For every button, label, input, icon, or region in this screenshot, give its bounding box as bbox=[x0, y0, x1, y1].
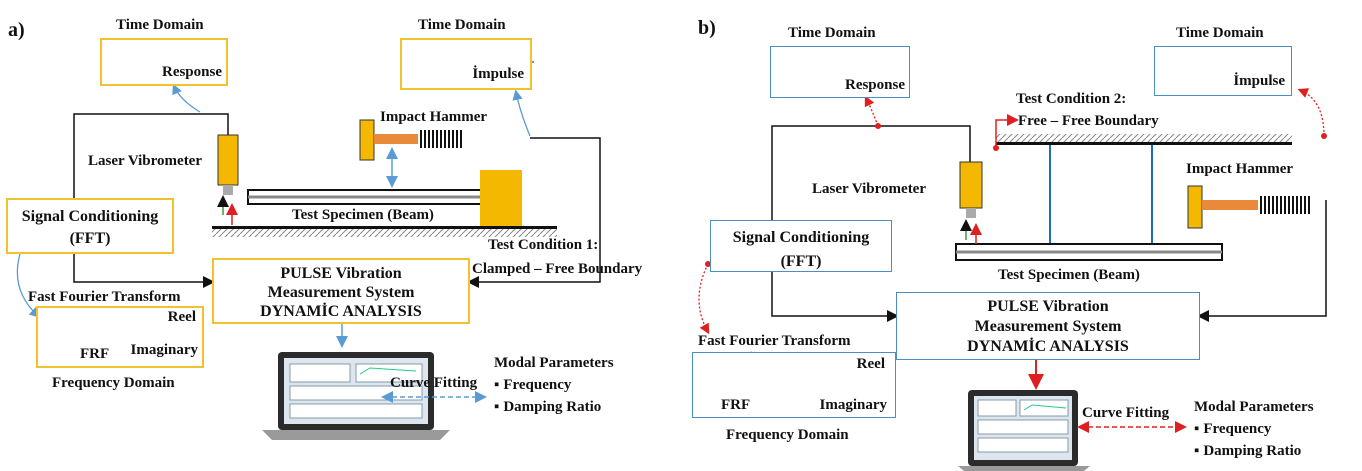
pulse-line3-a: DYNAMİC ANALYSIS bbox=[260, 303, 422, 320]
signal-conditioning-label-b: Signal Conditioning bbox=[732, 229, 870, 246]
impact-hammer-label-b: Impact Hammer bbox=[1186, 161, 1294, 177]
fast-fourier-label-b: Fast Fourier Transform bbox=[698, 333, 851, 349]
response-box-a: Response bbox=[100, 38, 228, 86]
fast-fourier-label-a: Fast Fourier Transform bbox=[28, 289, 181, 305]
line-vibrometer-to-sigcond-a bbox=[73, 113, 229, 200]
imaginary-label-a: Imaginary bbox=[130, 342, 199, 358]
impulse-label-b: İmpulse bbox=[1233, 73, 1285, 89]
impulse-box-b: İmpulse bbox=[1154, 46, 1292, 96]
test-condition-2-label: Test Condition 2: bbox=[1016, 91, 1127, 107]
fft-label-b: (FFT) bbox=[780, 253, 822, 270]
panel-a-label: a) bbox=[8, 19, 25, 41]
impulse-label-a: İmpulse bbox=[472, 66, 524, 82]
arrow-impulse-a bbox=[512, 89, 531, 137]
line-sigcond-to-pulse-a bbox=[73, 252, 215, 288]
damping-ratio-item-b: Damping Ratio bbox=[1194, 444, 1301, 459]
frf-box-b: Reel FRF Imaginary bbox=[692, 352, 896, 418]
arrow-response-b bbox=[864, 95, 879, 127]
pulse-line1-b: PULSE Vibration bbox=[987, 298, 1109, 315]
impulse-box-a: İmpulse bbox=[400, 38, 532, 90]
curve-fitting-label-b: Curve Fitting bbox=[1082, 405, 1170, 421]
response-label-b: Response bbox=[844, 77, 905, 93]
line-vibrometer-to-sigcond-b bbox=[771, 125, 971, 220]
time-domain-left-a: Time Domain bbox=[116, 17, 204, 33]
reel-label-b: Reel bbox=[856, 356, 885, 372]
frequency-item-b: Frequency bbox=[1194, 422, 1271, 437]
impact-hammer-label-a: Impact Hammer bbox=[380, 109, 488, 125]
pulse-box-b: PULSE Vibration Measurement System DYNAM… bbox=[896, 292, 1200, 360]
fft-label-a: (FFT) bbox=[69, 230, 111, 247]
signal-conditioning-box-b: Signal Conditioning (FFT) bbox=[710, 220, 892, 272]
frequency-item-a: Frequency bbox=[494, 378, 571, 393]
line-sigcond-to-pulse-b bbox=[771, 272, 899, 322]
arrow-sigcond-fft-b bbox=[698, 263, 710, 335]
signal-conditioning-label-a: Signal Conditioning bbox=[21, 208, 159, 225]
modal-parameters-label-a: Modal Parameters bbox=[494, 355, 614, 371]
panel-a-graphics bbox=[16, 51, 601, 440]
boundary-label-a: Clamped – Free Boundary bbox=[472, 261, 643, 277]
ground-a bbox=[212, 226, 557, 229]
frf-box-a: Reel FRF Imaginary bbox=[36, 306, 204, 368]
frequency-domain-label-b: Frequency Domain bbox=[726, 427, 849, 443]
modal-parameters-label-b: Modal Parameters bbox=[1194, 399, 1314, 415]
time-domain-right-b: Time Domain bbox=[1176, 25, 1264, 41]
damping-ratio-item-a: Damping Ratio bbox=[494, 400, 601, 415]
laser-vibrometer-body-a bbox=[217, 134, 239, 186]
pulse-line2-a: Measurement System bbox=[267, 284, 415, 301]
pulse-line1-a: PULSE Vibration bbox=[280, 265, 402, 282]
frf-label-a: FRF bbox=[80, 346, 110, 362]
response-box-b: Response bbox=[770, 46, 910, 98]
signal-conditioning-box-a: Signal Conditioning (FFT) bbox=[6, 198, 174, 254]
laser-vibrometer-body-b bbox=[959, 161, 983, 209]
curve-fitting-label-a: Curve Fitting bbox=[390, 375, 478, 391]
frf-label-b: FRF bbox=[721, 397, 751, 413]
pulse-line3-b: DYNAMİC ANALYSIS bbox=[967, 338, 1129, 355]
laser-vibrometer-label-b: Laser Vibrometer bbox=[812, 181, 927, 197]
pulse-box-a: PULSE Vibration Measurement System DYNAM… bbox=[212, 258, 470, 324]
line-hammer-to-pulse-a bbox=[467, 137, 601, 288]
frequency-domain-label-a: Frequency Domain bbox=[52, 375, 175, 391]
arrow-response-a bbox=[172, 83, 201, 113]
laser-vibrometer-label-a: Laser Vibrometer bbox=[88, 153, 203, 169]
hammer-head-b bbox=[1187, 185, 1203, 229]
test-specimen-label-a: Test Specimen (Beam) bbox=[292, 207, 434, 223]
line-hammer-to-pulse-b bbox=[1197, 200, 1327, 322]
clamp-a bbox=[480, 170, 522, 226]
reel-label-a: Reel bbox=[167, 309, 196, 325]
time-domain-right-a: Time Domain bbox=[418, 17, 506, 33]
test-specimen-label-b: Test Specimen (Beam) bbox=[998, 267, 1140, 283]
test-condition-1-label: Test Condition 1: bbox=[488, 237, 599, 253]
boundary-label-b: Free – Free Boundary bbox=[1018, 113, 1159, 129]
imaginary-label-b: Imaginary bbox=[819, 397, 888, 413]
arrow-impulse-b bbox=[1297, 88, 1325, 137]
time-domain-left-b: Time Domain bbox=[788, 25, 876, 41]
hammer-head-a bbox=[359, 119, 375, 161]
support-bar-b bbox=[996, 142, 1292, 145]
arrow-sigcond-fft-a bbox=[16, 253, 40, 318]
pulse-line2-b: Measurement System bbox=[974, 318, 1122, 335]
panel-b-label: b) bbox=[698, 17, 716, 39]
response-label-a: Response bbox=[161, 64, 222, 80]
panel-b-graphics bbox=[698, 61, 1327, 471]
